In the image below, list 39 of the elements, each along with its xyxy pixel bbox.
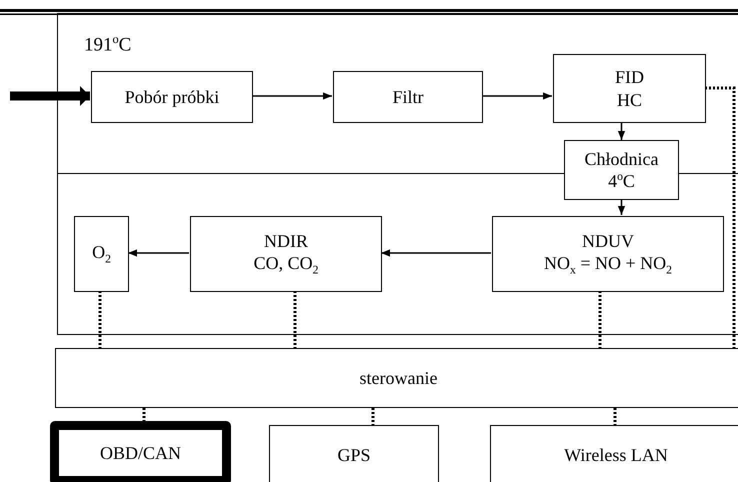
zone-panel: [57, 173, 738, 335]
box-label: Pobór próbki: [124, 86, 220, 108]
zone-label: 191$^{o}$C: [84, 32, 132, 56]
box-label: Chłodnica 4$^{o}$C: [584, 148, 660, 192]
box-label: NDIR CO, CO$_{2}$: [252, 230, 320, 278]
box-label: NDUV NO$_{x}$ = NO + NO$_{2}$: [543, 230, 673, 278]
box-label: Filtr: [391, 86, 424, 108]
box-label: GPS: [336, 444, 372, 466]
arrow: [482, 92, 552, 100]
box-label: sterowanie: [358, 366, 438, 390]
arrow: [618, 200, 626, 215]
arrow: [252, 92, 332, 100]
box-label: FID HC: [614, 66, 645, 111]
dotted-connector: [372, 408, 374, 425]
process-box: [333, 71, 483, 123]
box-label: Wireless LAN: [563, 444, 669, 466]
box-label: O$_{2}$: [91, 240, 112, 268]
dotted-connector: [142, 408, 146, 421]
process-box: [55, 348, 738, 408]
process-box: [74, 216, 129, 292]
arrow: [618, 122, 626, 140]
arrow: [128, 249, 189, 257]
box-label: OBD/CAN: [98, 442, 182, 464]
process-box: [492, 216, 724, 292]
highlighted-box: [50, 421, 231, 482]
process-box: [269, 425, 439, 482]
process-box: [91, 71, 253, 123]
dotted-connector: [705, 86, 736, 348]
dotted-connector: [614, 408, 616, 425]
process-box: [553, 54, 706, 123]
process-box: [564, 140, 679, 200]
dotted-connector: [294, 291, 296, 348]
arrow: [10, 86, 90, 106]
process-box: [490, 425, 738, 482]
arrow: [381, 249, 491, 257]
dotted-connector: [98, 291, 102, 348]
process-box: [190, 216, 382, 292]
dotted-connector: [598, 291, 602, 348]
zone-panel: [57, 13, 738, 174]
